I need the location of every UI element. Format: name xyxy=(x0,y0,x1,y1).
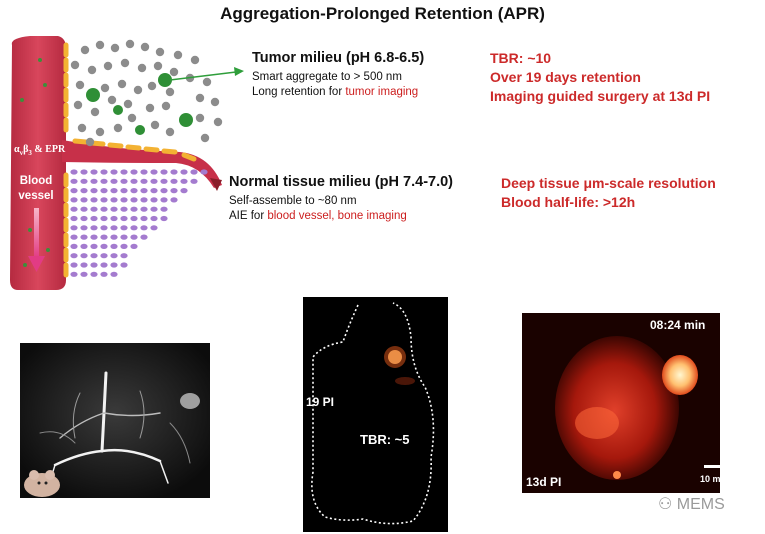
normal-heading: Normal tissue milieu (pH 7.4-7.0) xyxy=(229,174,454,190)
surgery-fluorescence-image xyxy=(522,313,720,493)
blood-vessel xyxy=(10,36,66,290)
green-aggregates xyxy=(86,73,193,135)
time-label: 08:24 min xyxy=(650,318,706,332)
tumor-heading: Tumor milieu (pH 6.8-6.5) xyxy=(252,50,425,66)
normal-nanoparticles xyxy=(70,169,208,277)
tumor-line-1: Smart aggregate to > 500 nm xyxy=(252,71,402,83)
scale-bar-label: 10 mm xyxy=(700,474,729,484)
surgery-day-label: 13d PI xyxy=(526,475,562,489)
tumor-result-2: Over 19 days retention xyxy=(490,69,641,85)
tumor-result-1: TBR: ~10 xyxy=(490,50,552,66)
vessel-membrane xyxy=(63,42,197,278)
tumor-line-2: Long retention for tumor imaging xyxy=(252,86,419,98)
panel-tbr-label: TBR: ~5 xyxy=(360,432,410,447)
panel-day-label: 19 PI xyxy=(306,395,335,409)
diagram-title: Aggregation-Prolonged Retention (APR) xyxy=(220,4,545,23)
vessel-particles xyxy=(20,58,50,267)
tumor-result-3: Imaging guided surgery at 13d PI xyxy=(490,88,711,104)
blood-flow-arrow xyxy=(34,208,39,258)
tumor-results: TBR: ~10 Over 19 days retention Imaging … xyxy=(490,49,710,106)
vessel-branch xyxy=(62,140,222,188)
normal-results: Deep tissue μm-scale resolution Blood ha… xyxy=(501,174,716,212)
schematic xyxy=(10,36,244,290)
watermark: ⚇ MEMS xyxy=(658,496,725,513)
normal-result-1: Deep tissue μm-scale resolution xyxy=(501,175,716,191)
normal-result-2: Blood half-life: >12h xyxy=(501,194,636,210)
normal-line-2: AIE for blood vessel, bone imaging xyxy=(229,210,407,222)
mouse-icon xyxy=(24,470,60,497)
normal-line-1: Self-assemble to ~80 nm xyxy=(229,195,357,207)
receptor-label: αvβ3 & EPR xyxy=(14,144,66,157)
vessel-fluorescence-image xyxy=(20,343,210,498)
wechat-icon: ⚇ xyxy=(658,496,673,513)
tumor-mouse-image xyxy=(303,297,448,532)
scale-bar xyxy=(704,465,734,468)
